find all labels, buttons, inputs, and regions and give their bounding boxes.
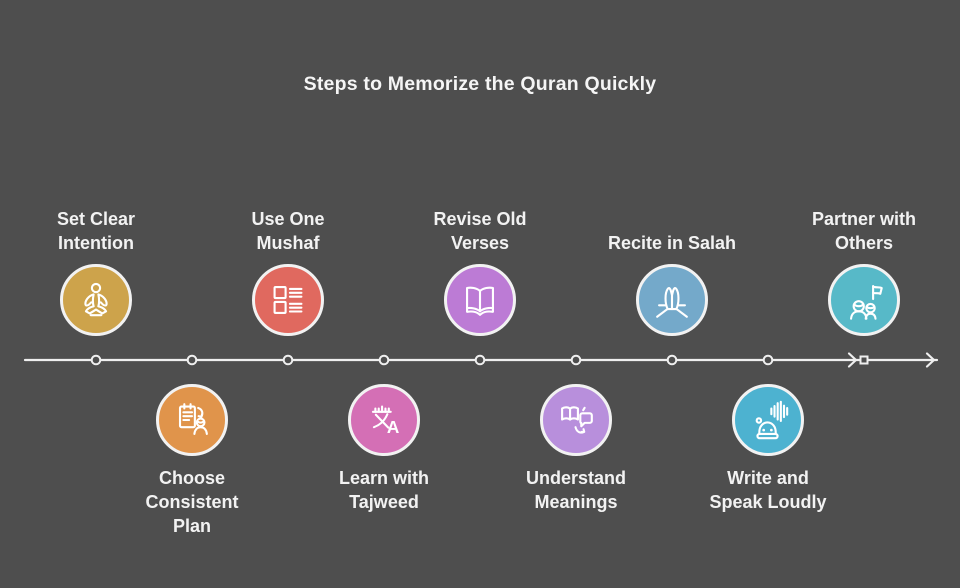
- timeline-dot: [186, 354, 198, 366]
- step-label: Understand Meanings: [525, 468, 626, 512]
- timeline-dot: [474, 354, 486, 366]
- timeline-axis: [23, 352, 939, 368]
- step-label: Recite in Salah: [607, 233, 737, 253]
- step-use-one-mushaf: Use One Mushaf: [192, 203, 384, 336]
- praying-hands-icon: [656, 287, 688, 318]
- step-circle: [828, 264, 900, 336]
- step-partner-with-others: Partner with Others: [768, 203, 960, 336]
- book-meaning-icon: [561, 406, 593, 434]
- speak-loudly-icon: [755, 400, 789, 440]
- svg-text:A: A: [387, 417, 399, 437]
- step-recite-in-salah: Recite in Salah: [576, 203, 768, 336]
- timeline-dot: [570, 354, 582, 366]
- step-circle: [444, 264, 516, 336]
- timeline-dot: [666, 354, 678, 366]
- timeline-dot: [90, 354, 102, 366]
- open-book-icon: [466, 286, 494, 316]
- step-learn-with-tajweed: A Learn with Tajweed: [288, 384, 480, 514]
- step-label: Learn with Tajweed: [338, 468, 429, 512]
- step-circle: A: [348, 384, 420, 456]
- plan-checklist-icon: [178, 403, 208, 435]
- step-revise-old-verses: Revise Old Verses: [384, 203, 576, 336]
- meditation-icon: [84, 282, 108, 317]
- step-label: Use One Mushaf: [251, 209, 325, 253]
- timeline-dot: [378, 354, 390, 366]
- translate-icon: A: [371, 405, 399, 437]
- step-circle: [252, 264, 324, 336]
- step-set-clear-intention: Set Clear Intention: [0, 203, 192, 336]
- step-circle: [540, 384, 612, 456]
- step-label: Write and Speak Loudly: [709, 468, 827, 512]
- step-circle: [732, 384, 804, 456]
- page-title: Steps to Memorize the Quran Quickly: [303, 73, 657, 95]
- step-label: Choose Consistent Plan: [145, 468, 239, 536]
- mushaf-pages-icon: [273, 286, 303, 314]
- timeline-dot: [762, 354, 774, 366]
- timeline-arrowhead-icon: [925, 352, 936, 368]
- timeline-dot: [282, 354, 294, 366]
- step-choose-consistent-plan: Choose Consistent Plan: [96, 384, 288, 538]
- timeline-square-marker: [859, 355, 869, 365]
- step-circle: [156, 384, 228, 456]
- step-circle: [60, 264, 132, 336]
- step-circle: [636, 264, 708, 336]
- timeline-chevron-icon: [847, 352, 858, 368]
- step-label: Partner with Others: [811, 209, 917, 253]
- partners-flag-icon: [850, 285, 883, 320]
- step-label: Set Clear Intention: [56, 209, 136, 253]
- step-understand-meanings: Understand Meanings: [480, 384, 672, 514]
- step-write-and-speak-loudly: Write and Speak Loudly: [672, 384, 864, 514]
- step-label: Revise Old Verses: [433, 209, 527, 253]
